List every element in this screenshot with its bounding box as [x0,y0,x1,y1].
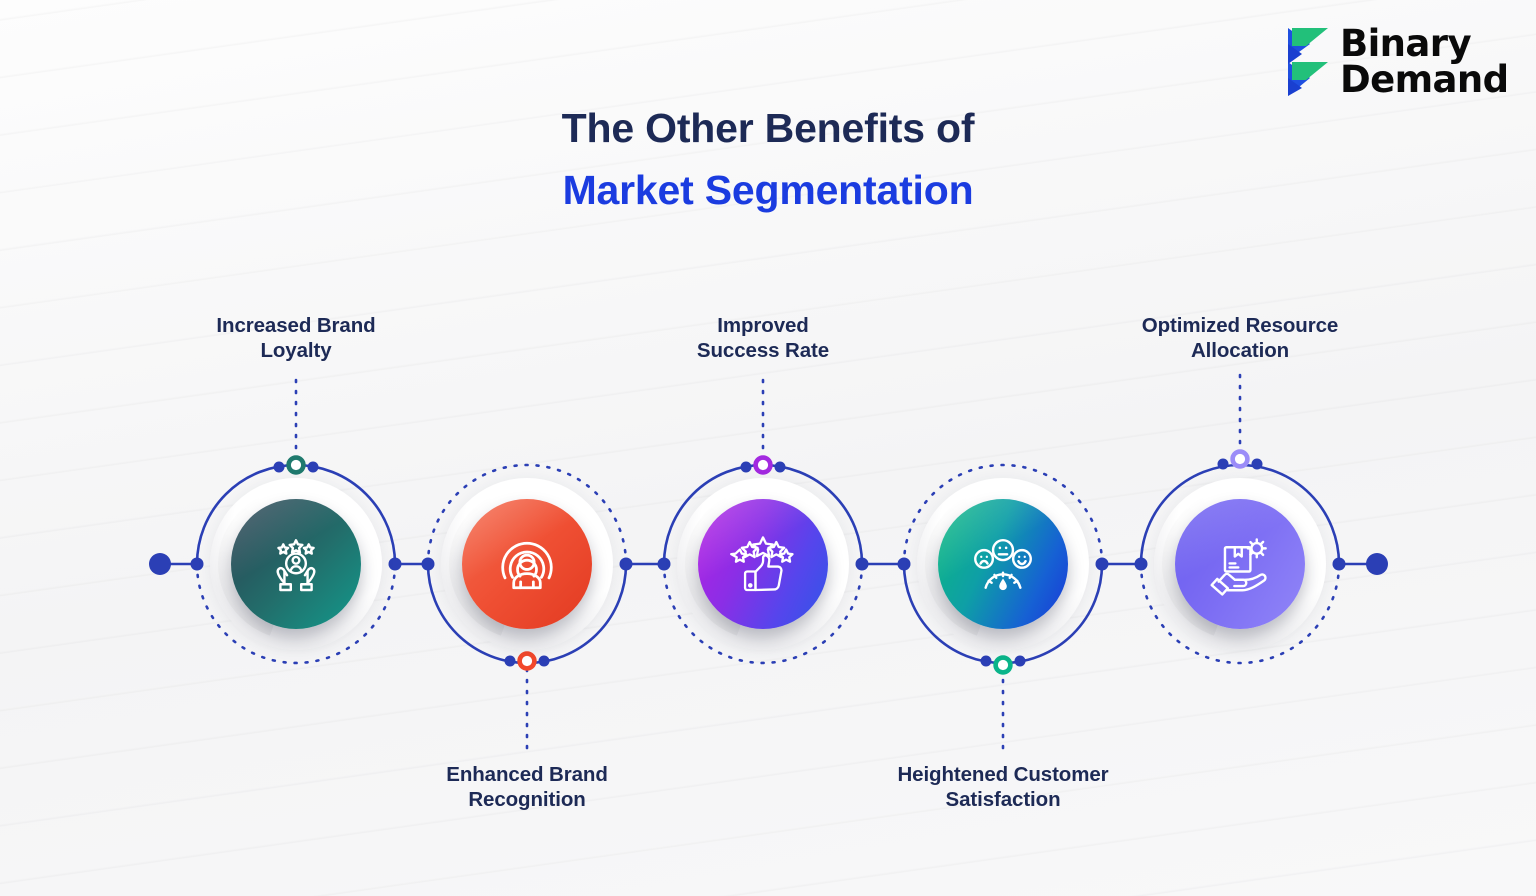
label-line-1: Optimized Resource [1141,314,1339,337]
label-line-1: Improved [717,314,809,337]
brand-wordmark: Binary Demand [1340,25,1509,98]
node-label-optimized-resource-allocation: Optimized Resource Allocation [1090,313,1390,363]
node-label-increased-brand-loyalty: Increased Brand Loyalty [146,313,446,363]
binary-demand-chevron-logo-icon [1286,26,1330,98]
hand-holding-box-with-gear-icon [1210,538,1267,596]
label-line-2: Loyalty [260,339,332,362]
node-label-improved-success-rate: Improved Success Rate [613,313,913,363]
node-marker-ring-5 [1230,449,1250,469]
label-line-1: Heightened Customer [897,763,1109,786]
node-label-heightened-customer-satisfaction: Heightened Customer Satisfaction [853,762,1153,812]
three-faces-satisfaction-gauge-icon [974,538,1032,591]
node-icon-disc[interactable] [938,499,1068,629]
brand-logo: Binary Demand [1286,25,1509,98]
node-improved-success-rate[interactable] [658,459,868,669]
node-marker-ring-3 [753,455,773,475]
node-marker-ring-2 [517,651,537,671]
thumbs-up-five-stars-icon [730,536,794,592]
person-broadcast-rings-icon [501,541,553,590]
brand-name-line2: Demand [1340,58,1509,101]
label-line-1: Increased Brand [216,314,376,337]
label-line-2: Allocation [1190,339,1290,362]
label-line-2: Recognition [468,788,586,811]
node-marker-ring-4 [993,655,1013,675]
node-heightened-customer-satisfaction[interactable] [898,459,1108,669]
hands-holding-person-with-stars-icon [276,539,316,592]
label-line-2: Success Rate [696,339,830,362]
label-line-1: Enhanced Brand [446,763,608,786]
node-increased-brand-loyalty[interactable] [191,459,401,669]
node-enhanced-brand-recognition[interactable] [422,459,632,669]
label-line-2: Satisfaction [945,788,1061,811]
brand-name-line1: Binary [1340,22,1472,66]
node-icon-disc[interactable] [1175,499,1305,629]
node-optimized-resource-allocation[interactable] [1135,459,1345,669]
node-icon-disc[interactable] [698,499,828,629]
node-marker-ring-1 [286,455,306,475]
node-label-enhanced-brand-recognition: Enhanced Brand Recognition [377,762,677,812]
node-icon-disc[interactable] [231,499,361,629]
node-icon-disc[interactable] [462,499,592,629]
